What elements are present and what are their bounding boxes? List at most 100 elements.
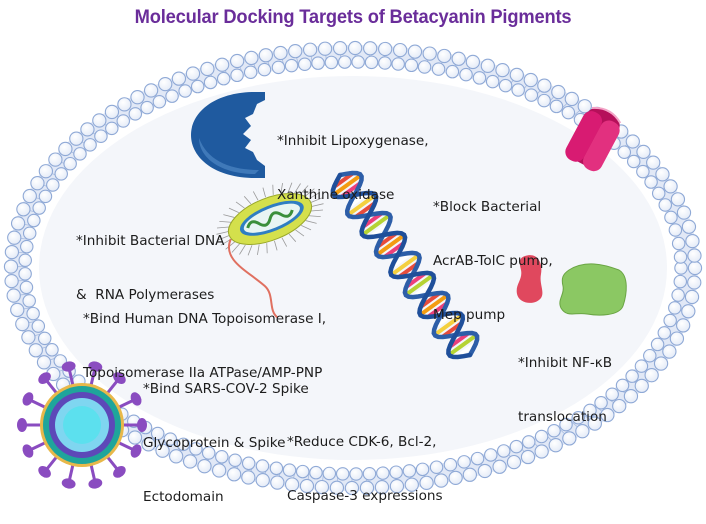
lipid-head (671, 193, 684, 206)
lipid-head (379, 42, 392, 55)
lipid-head (299, 58, 311, 70)
lipid-head (677, 319, 690, 332)
lipid-head (365, 56, 377, 68)
spike-head (129, 443, 144, 460)
lipid-head (39, 190, 51, 202)
lipid-head (304, 43, 317, 56)
lipid-head (552, 85, 565, 98)
lipid-head (682, 220, 695, 233)
lipid-head (39, 165, 52, 178)
lipid-head (637, 165, 649, 177)
lipid-head (22, 331, 35, 344)
lipid-head (628, 155, 640, 167)
lipid-head (231, 54, 244, 67)
lipid-head (446, 65, 458, 77)
lipid-head (438, 49, 451, 62)
lipid-head (535, 445, 548, 458)
lipid-head (626, 135, 639, 148)
lipid-head (37, 356, 50, 369)
spike-head (20, 443, 35, 460)
lipid-head (644, 350, 656, 362)
lipid-head (33, 202, 45, 214)
lipid-head (21, 240, 33, 252)
lipid-head (192, 80, 204, 92)
lipid-head (672, 289, 684, 301)
lipid-head (81, 123, 94, 136)
lipid-head (670, 332, 683, 345)
lipid-head (245, 51, 258, 64)
lipid-head (172, 72, 185, 85)
lipid-head (285, 59, 297, 71)
lipid-head (688, 261, 701, 274)
lipid-head (460, 68, 472, 80)
lipid-head (613, 399, 626, 412)
lipid-head (117, 115, 129, 127)
lipid-head (55, 168, 67, 180)
lipid-head (105, 105, 118, 118)
lipid-head (7, 289, 20, 302)
lipid-head (525, 89, 537, 101)
lipid-head (510, 68, 523, 81)
lipid-head (258, 63, 270, 75)
lipid-head (507, 456, 520, 469)
lipid-head (645, 369, 658, 382)
lipid-head (20, 281, 32, 293)
target-label-cdk6: *Reduce CDK-6, Bcl-2, Caspase-3 expressi… (287, 397, 443, 523)
lipid-head (658, 327, 670, 339)
lipid-head (49, 153, 62, 166)
lipid-head (166, 90, 178, 102)
lipid-head (478, 464, 491, 477)
lipid-head (312, 57, 324, 69)
lipid-head (688, 249, 701, 262)
lipid-head (626, 370, 638, 382)
lipid-head (405, 59, 417, 71)
lipid-head (664, 180, 677, 193)
lipid-head (5, 246, 18, 259)
lipid-head (201, 62, 214, 75)
lipid-head (179, 85, 191, 97)
target-label-sars-cov-2: *Bind SARS-COV-2 Spike Glycoprotein & Sp… (143, 344, 309, 524)
lipid-head (129, 108, 141, 120)
lipid-head (493, 460, 506, 473)
lipid-head (512, 84, 524, 96)
lipid-head (392, 58, 404, 70)
lipid-head (379, 57, 391, 69)
lipid-head (84, 139, 96, 151)
lipid-head (562, 106, 574, 118)
lipid-head (106, 122, 118, 134)
lipid-head (669, 224, 681, 236)
lipid-head (432, 63, 444, 75)
lipid-head (524, 73, 537, 86)
lipid-head (93, 114, 106, 127)
lipid-head (550, 100, 562, 112)
lipid-head (499, 79, 511, 91)
lipid-head (318, 42, 331, 55)
lipid-head (688, 276, 701, 289)
lipid-head (659, 199, 671, 211)
lipid-head (538, 79, 551, 92)
lipid-head (565, 92, 578, 105)
lipid-head (663, 345, 676, 358)
spike-head (87, 477, 103, 490)
lipid-head (204, 76, 216, 88)
lipid-head (216, 58, 229, 71)
lipid-head (423, 47, 436, 60)
lipid-head (471, 452, 483, 464)
lipid-head (24, 227, 36, 239)
lipid-head (159, 78, 172, 91)
lipid-head (339, 56, 351, 68)
lipid-head (654, 357, 667, 370)
lipid-head (5, 275, 18, 288)
lipid-head (244, 66, 256, 78)
lipid-head (672, 237, 684, 249)
lipid-head (325, 56, 337, 68)
lipid-head (418, 61, 430, 73)
lipid-head (466, 55, 479, 68)
lipid-head (635, 379, 648, 392)
lipid-head (653, 187, 665, 199)
lipid-head (27, 307, 39, 319)
lipid-head (669, 302, 681, 314)
lipid-head (473, 72, 485, 84)
lipid-head (685, 290, 698, 303)
lipid-head (637, 145, 650, 158)
